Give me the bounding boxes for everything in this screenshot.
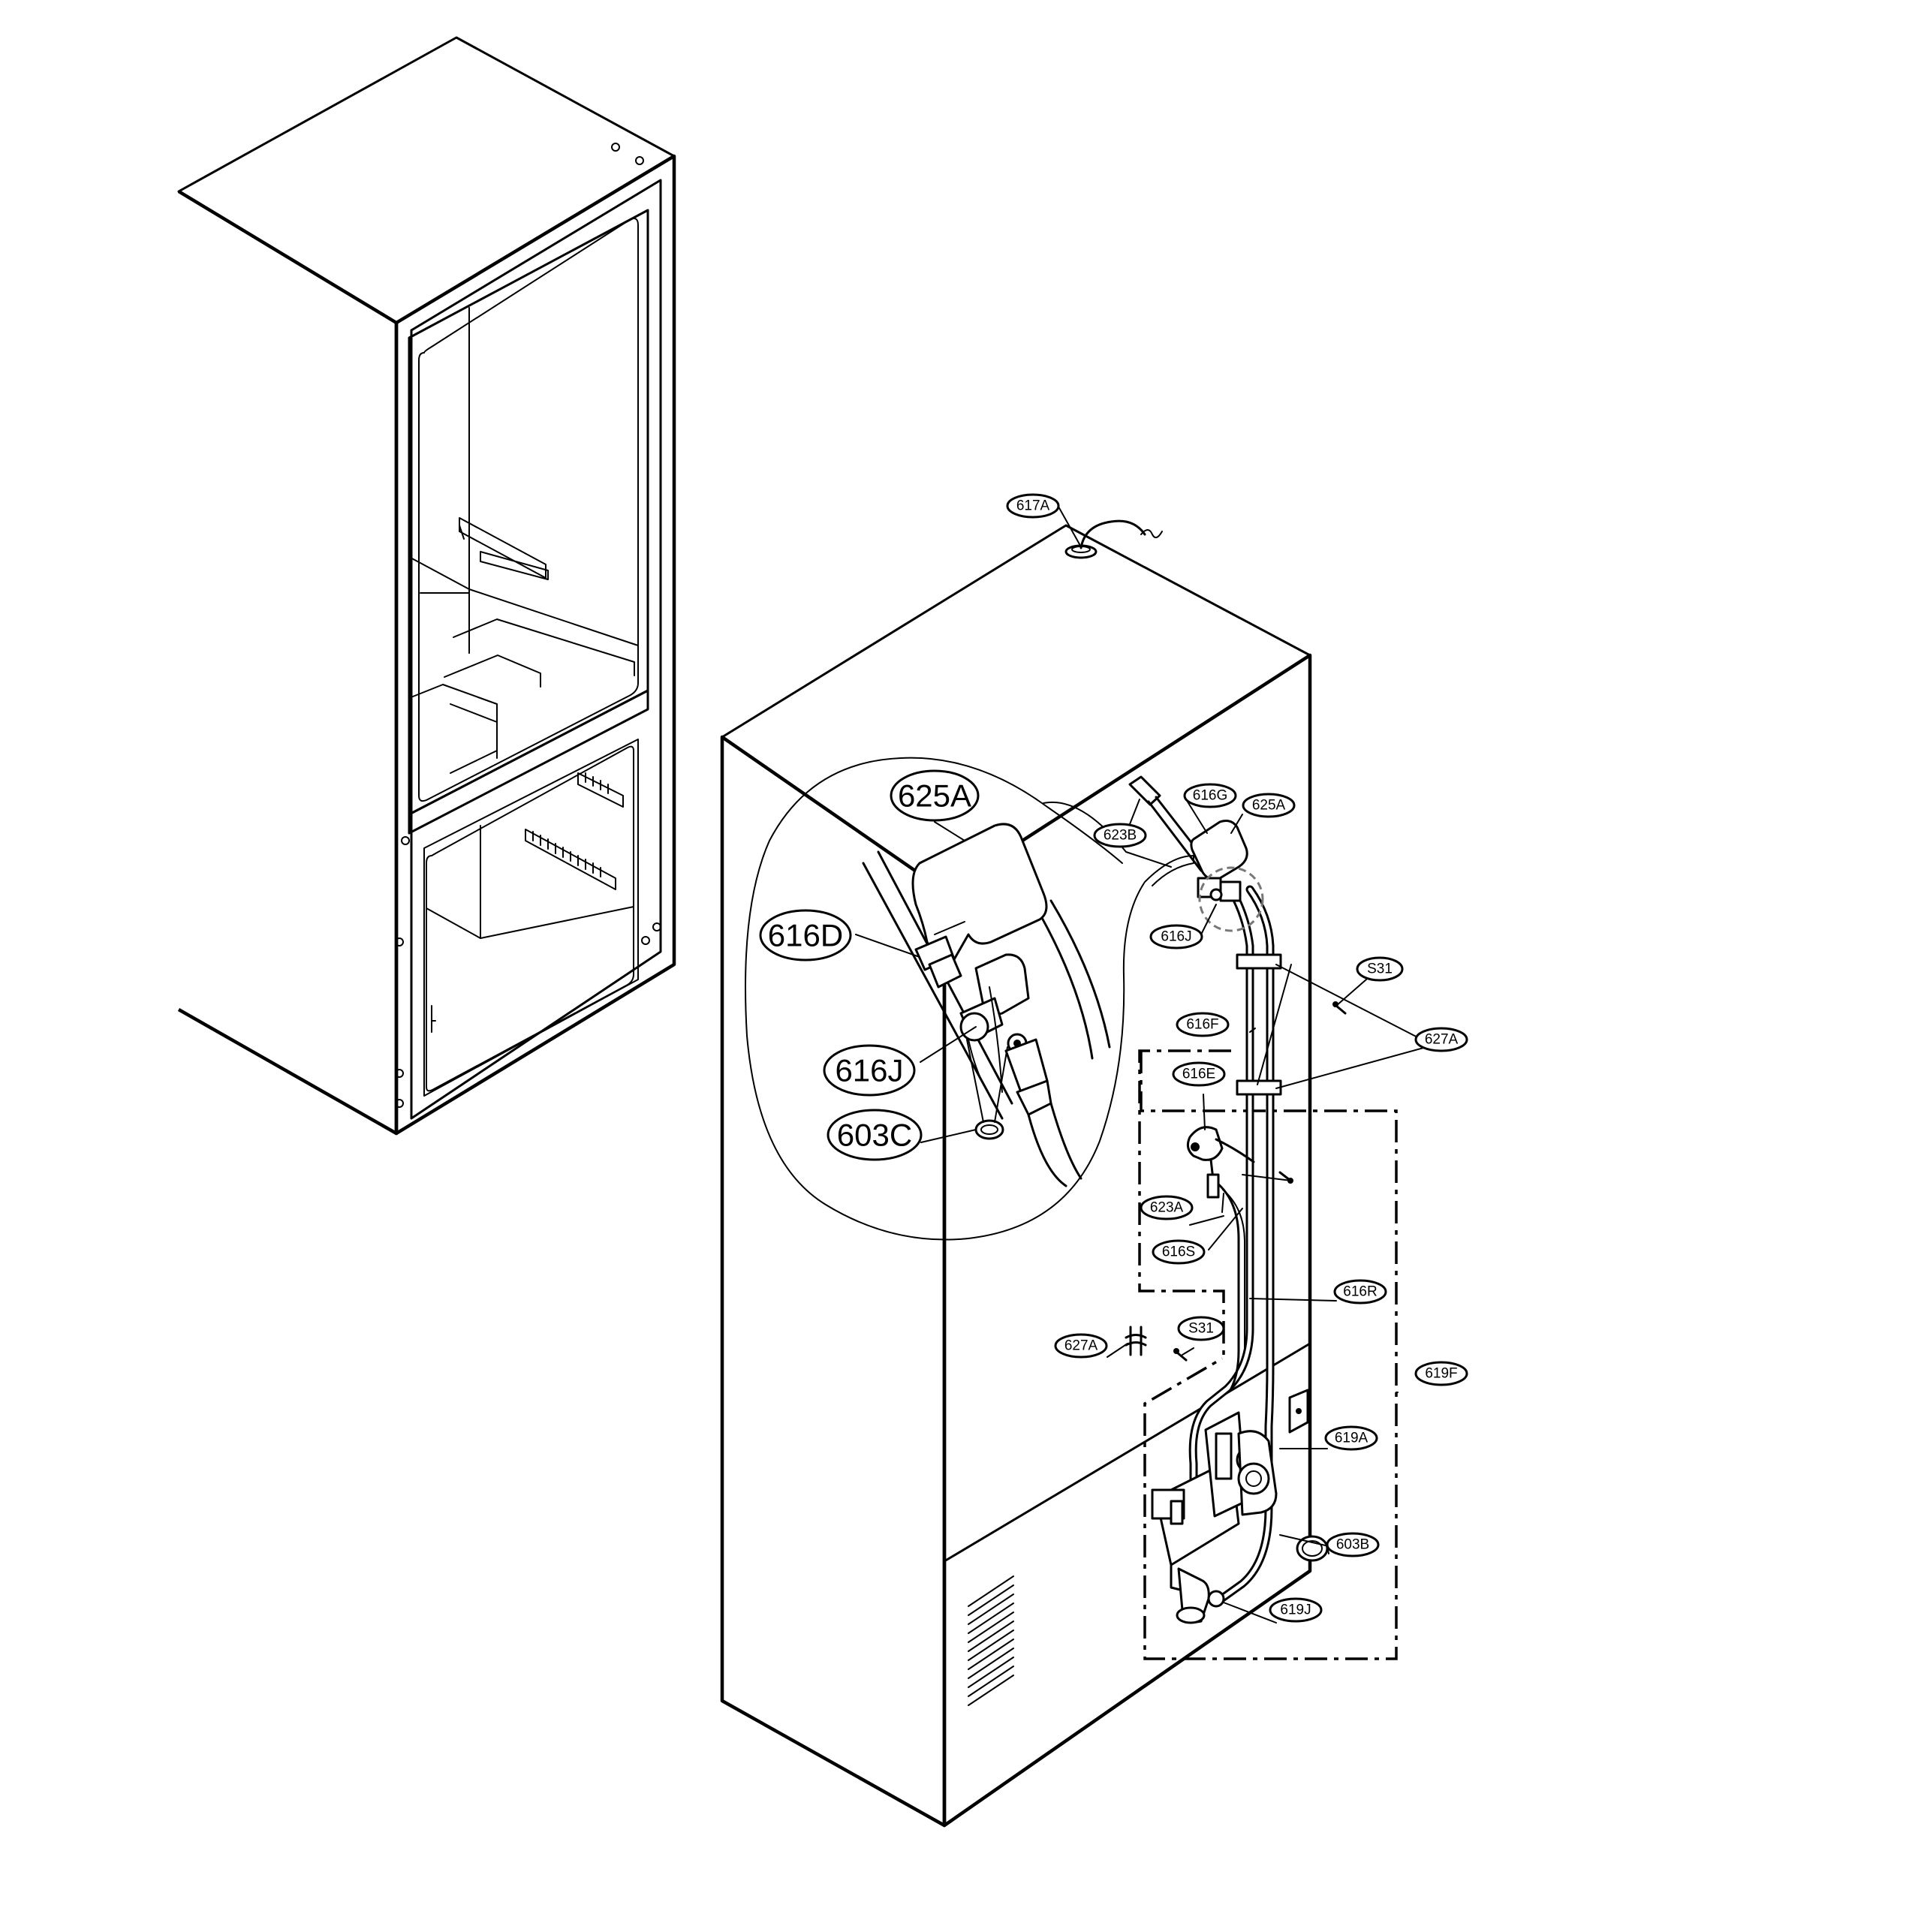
water-valve-619A bbox=[1151, 1389, 1309, 1624]
svg-text:619J: 619J bbox=[1280, 1602, 1311, 1618]
sensor-616E bbox=[1186, 1126, 1255, 1199]
svg-text:616S: 616S bbox=[1162, 1244, 1195, 1260]
svg-text:603C: 603C bbox=[837, 1118, 912, 1153]
callout-616S: 616S bbox=[1152, 1239, 1206, 1265]
callout-616G: 616G bbox=[1183, 783, 1237, 808]
detail-callout-616D: 616D bbox=[759, 909, 852, 961]
callout-S31-bottom: S31 bbox=[1177, 1316, 1225, 1341]
svg-text:623B: 623B bbox=[1104, 828, 1137, 844]
screw-sensor bbox=[1278, 1171, 1293, 1184]
svg-text:S31: S31 bbox=[1367, 961, 1393, 977]
callout-619A: 619A bbox=[1324, 1425, 1378, 1451]
detail-callout-603C: 603C bbox=[827, 1109, 923, 1161]
svg-text:617A: 617A bbox=[1016, 498, 1050, 514]
hose-clamp-upper bbox=[1236, 953, 1282, 970]
svg-text:619F: 619F bbox=[1425, 1366, 1457, 1382]
svg-text:616E: 616E bbox=[1182, 1067, 1215, 1082]
sensor-assembly-boundary bbox=[1138, 1049, 1231, 1359]
callout-619J: 619J bbox=[1269, 1597, 1323, 1623]
screw-s31-lower bbox=[1173, 1348, 1188, 1362]
callout-623A: 623A bbox=[1140, 1195, 1194, 1220]
callout-S31-top: S31 bbox=[1356, 956, 1404, 982]
callout-619F: 619F bbox=[1414, 1361, 1468, 1386]
svg-text:616D: 616D bbox=[768, 918, 843, 953]
detail-callout-625A: 625A bbox=[890, 769, 980, 822]
callout-623B: 623B bbox=[1093, 823, 1147, 848]
callout-617A: 617A bbox=[1006, 493, 1060, 519]
svg-text:619A: 619A bbox=[1335, 1431, 1369, 1446]
svg-text:603B: 603B bbox=[1336, 1537, 1369, 1553]
svg-text:616J: 616J bbox=[1161, 929, 1191, 945]
svg-text:616F: 616F bbox=[1186, 1017, 1218, 1033]
callout-616J-small: 616J bbox=[1149, 924, 1203, 949]
callout-625A-small: 625A bbox=[1242, 793, 1296, 818]
water-line-assembly bbox=[1125, 775, 1347, 1624]
svg-text:625A: 625A bbox=[898, 778, 971, 814]
water-filter-625A bbox=[1190, 820, 1248, 902]
loose-clamp-627A bbox=[1125, 1326, 1147, 1356]
callout-627A-left: 627A bbox=[1054, 1333, 1108, 1359]
hose-clamp-lower bbox=[1236, 1079, 1282, 1096]
detail-callout-616J: 616J bbox=[823, 1044, 916, 1097]
valve-assembly-boundary bbox=[1140, 1051, 1398, 1660]
svg-text:616J: 616J bbox=[835, 1053, 903, 1088]
svg-text:623A: 623A bbox=[1150, 1200, 1184, 1216]
callout-627A-right: 627A bbox=[1414, 1027, 1468, 1052]
callout-616R: 616R bbox=[1333, 1279, 1387, 1305]
callout-616E: 616E bbox=[1172, 1061, 1226, 1087]
refrigerator-cabinet-front bbox=[177, 36, 676, 1136]
leader-lines bbox=[855, 506, 1427, 1624]
svg-text:627A: 627A bbox=[1064, 1338, 1098, 1354]
svg-text:616G: 616G bbox=[1193, 788, 1227, 804]
svg-text:616R: 616R bbox=[1343, 1284, 1377, 1300]
callout-616F: 616F bbox=[1176, 1012, 1230, 1037]
svg-text:S31: S31 bbox=[1188, 1321, 1214, 1337]
vent-louvers bbox=[968, 1575, 1014, 1706]
svg-text:625A: 625A bbox=[1252, 798, 1286, 814]
detail-view-bubble bbox=[745, 757, 1194, 1241]
o-ring-603C bbox=[974, 1119, 1004, 1140]
callout-603B: 603B bbox=[1326, 1532, 1380, 1557]
refrigerator-cabinet-rear bbox=[720, 519, 1312, 1828]
svg-text:627A: 627A bbox=[1425, 1032, 1459, 1048]
